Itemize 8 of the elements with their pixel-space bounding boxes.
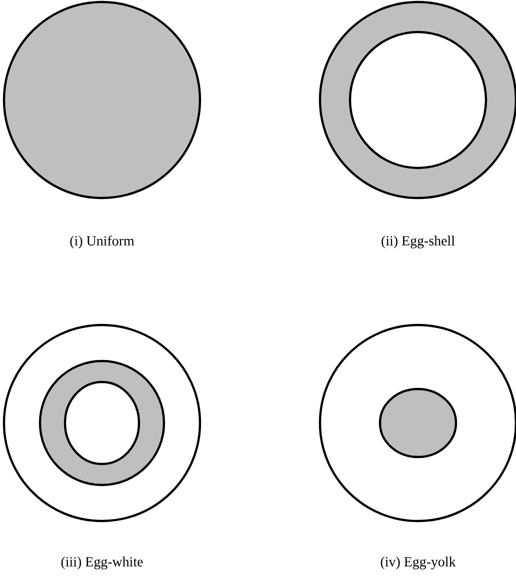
node-label: (i) Uniform (70, 236, 134, 248)
circle-drawing (318, 0, 516, 200)
circle-drawing (2, 324, 202, 522)
circle-drawing (2, 0, 202, 200)
node-label: (iii) Egg-white (61, 556, 143, 570)
circle-drawing (318, 324, 516, 522)
node-label: (ii) Egg-shell (382, 236, 455, 248)
node-label: (iv) Egg-yolk (380, 556, 456, 570)
